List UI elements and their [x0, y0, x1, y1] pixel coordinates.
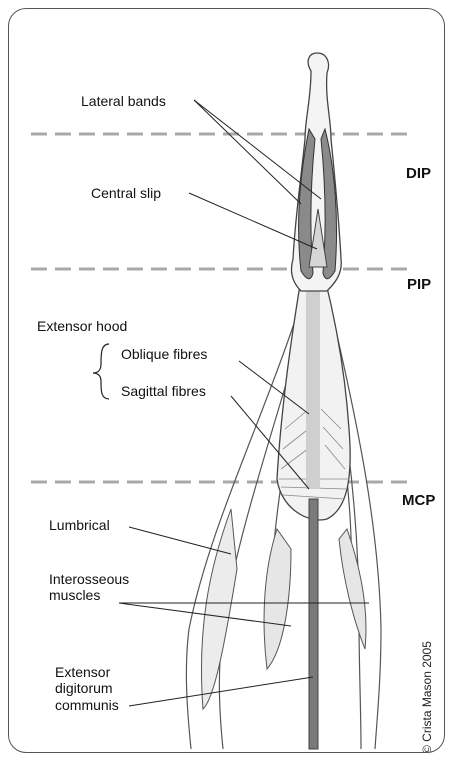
label-edc-line1: Extensor: [55, 664, 110, 680]
label-lateral-bands: Lateral bands: [81, 93, 166, 109]
figure-frame: Lateral bands Central slip Extensor hood…: [8, 8, 445, 753]
interosseous-right-shape: [339, 529, 366, 649]
label-edc-line2: digitorum: [55, 680, 113, 696]
label-central-slip: Central slip: [91, 185, 161, 201]
label-extensor-hood: Extensor hood: [37, 318, 127, 334]
level-dip: DIP: [406, 166, 431, 182]
central-tendon-band: [306, 289, 320, 489]
label-oblique-fibres: Oblique fibres: [121, 346, 207, 362]
label-interosseous-line1: Interosseous: [49, 571, 129, 587]
edc-tendon: [309, 499, 318, 749]
finger-extensor-anatomy-illustration: [9, 9, 445, 753]
copyright-credit: © Crista Mason 2005: [420, 641, 434, 753]
level-mcp: MCP: [402, 493, 435, 509]
label-edc-line3: communis: [55, 697, 119, 713]
label-interosseous-line2: muscles: [49, 587, 100, 603]
label-sagittal-fibres: Sagittal fibres: [121, 383, 206, 399]
level-pip: PIP: [407, 277, 431, 293]
label-lumbrical: Lumbrical: [49, 517, 110, 533]
interosseous-left-shape: [264, 529, 291, 669]
extensor-hood-bracket: [93, 344, 109, 399]
outer-fibers: [186, 309, 381, 749]
